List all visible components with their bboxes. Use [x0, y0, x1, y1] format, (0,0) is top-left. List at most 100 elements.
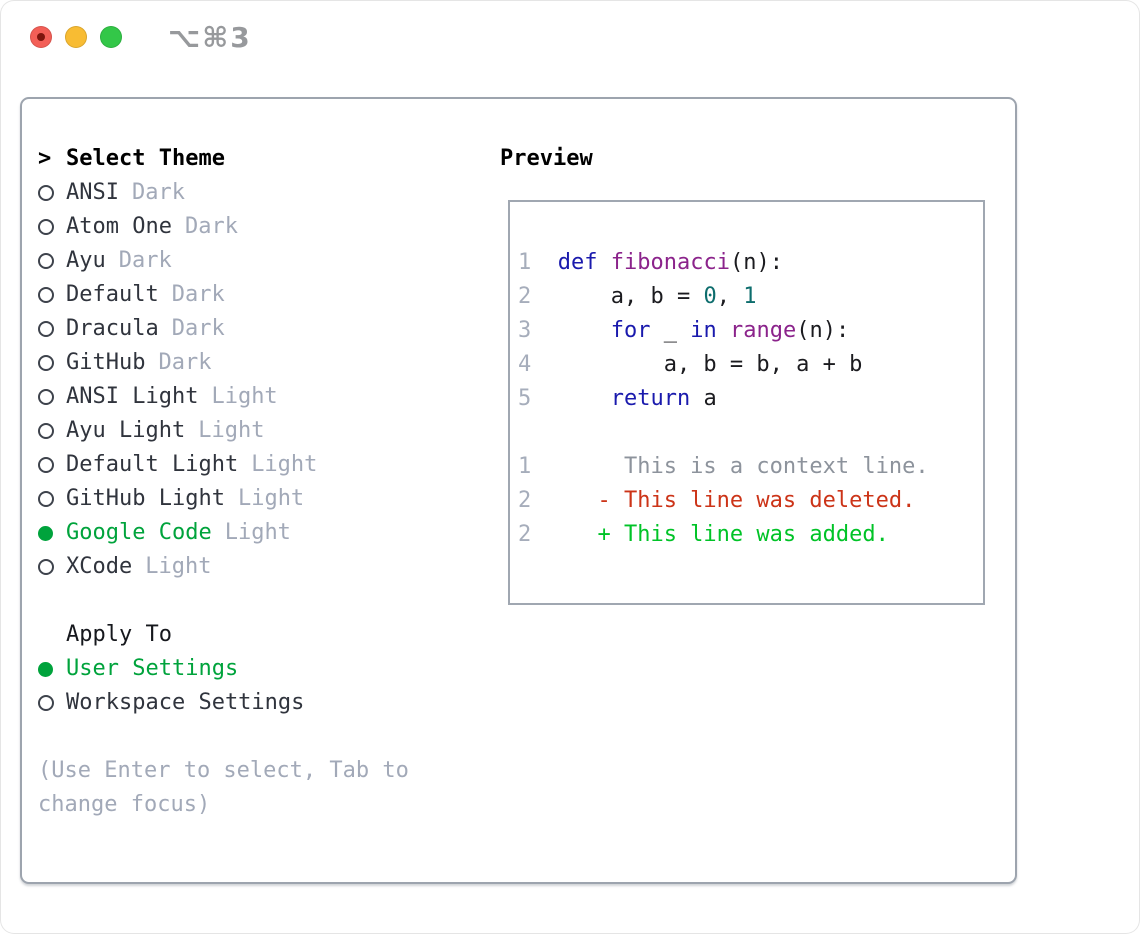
- option-variant-label: Light: [145, 554, 212, 579]
- code-segment: fibonacci: [610, 250, 730, 275]
- code-segment: return: [610, 386, 691, 411]
- code-segment: a: [690, 386, 717, 411]
- option-variant-label: Light: [251, 452, 318, 477]
- radio-selected-icon: [38, 661, 53, 677]
- option-variant-label: Dark: [131, 180, 185, 205]
- close-button[interactable]: [30, 26, 52, 48]
- option-variant-label: Dark: [158, 350, 212, 375]
- theme-option[interactable]: XCode Light: [38, 550, 462, 584]
- code-segment: ,: [716, 284, 744, 309]
- focus-caret-icon: >: [38, 146, 52, 171]
- code-segment: range: [729, 318, 797, 343]
- select-theme-header: > Select Theme: [38, 142, 462, 176]
- radio-icon: [38, 287, 54, 303]
- apply-to-label: Apply To: [66, 622, 172, 647]
- preview-line: 4 a, b = b, a + b: [518, 348, 983, 382]
- line-number: 2: [518, 522, 532, 547]
- preview-line: 2 - This line was deleted.: [518, 484, 983, 518]
- code-segment: + This line was added.: [557, 522, 889, 547]
- radio-icon: [38, 389, 54, 405]
- line-number: 5: [518, 386, 532, 411]
- option-variant-label: Light: [237, 486, 305, 511]
- code-segment: - This line was deleted.: [557, 488, 916, 513]
- theme-option[interactable]: Google Code Light: [38, 516, 462, 550]
- line-number: 3: [518, 318, 532, 343]
- line-number: 1: [518, 454, 532, 479]
- option-label: Dracula: [66, 316, 159, 341]
- code-segment: 0: [703, 284, 717, 309]
- help-text: (Use Enter to select, Tab to change focu…: [38, 758, 409, 817]
- preview-line: 2 + This line was added.: [518, 518, 983, 552]
- preview-line: 1 This is a context line.: [518, 450, 983, 484]
- option-label: Workspace Settings: [66, 690, 305, 715]
- line-number: 1: [518, 250, 532, 275]
- code-segment: def: [557, 250, 598, 275]
- code-segment: [597, 250, 610, 275]
- code-segment: 1: [743, 284, 757, 309]
- option-variant-label: Light: [224, 520, 291, 545]
- radio-icon: [38, 695, 54, 711]
- radio-icon: [38, 355, 54, 371]
- line-number: 4: [518, 352, 532, 377]
- preview-line: 2 a, b = 0, 1: [518, 280, 983, 314]
- apply-option[interactable]: User Settings: [38, 652, 462, 686]
- preview-line: 5 return a: [518, 382, 983, 416]
- apply-to-header: Apply To: [38, 618, 462, 652]
- code-segment: a, b = b, a + b: [557, 352, 863, 377]
- spacer: [38, 584, 462, 618]
- spacer: [38, 720, 462, 754]
- theme-option[interactable]: GitHub Light Light: [38, 482, 462, 516]
- code-segment: [717, 318, 730, 343]
- option-label: User Settings: [66, 656, 239, 681]
- option-variant-label: Dark: [118, 248, 172, 273]
- option-label: Default Light: [66, 452, 239, 477]
- theme-option[interactable]: Atom One Dark: [38, 210, 462, 244]
- radio-icon: [38, 491, 54, 507]
- radio-icon: [38, 219, 54, 235]
- zoom-button[interactable]: [100, 26, 122, 48]
- line-number: 2: [518, 284, 532, 309]
- option-label: Google Code: [66, 520, 212, 545]
- code-segment: for: [610, 318, 651, 343]
- radio-selected-icon: [38, 525, 53, 541]
- minimize-button[interactable]: [65, 26, 87, 48]
- code-segment: [558, 318, 611, 343]
- option-variant-label: Dark: [184, 214, 238, 239]
- radio-icon: [38, 559, 54, 575]
- option-label: ANSI Light: [66, 384, 199, 409]
- code-segment: a, b =: [557, 284, 704, 309]
- radio-icon: [38, 321, 54, 337]
- theme-option[interactable]: Ayu Light Light: [38, 414, 462, 448]
- radio-icon: [38, 423, 54, 439]
- theme-option[interactable]: Dracula Dark: [38, 312, 462, 346]
- option-label: GitHub Light: [66, 486, 225, 511]
- theme-option[interactable]: Default Light Light: [38, 448, 462, 482]
- option-variant-label: Dark: [171, 316, 225, 341]
- option-label: Default: [66, 282, 159, 307]
- radio-icon: [38, 185, 54, 201]
- code-segment: (n):: [796, 318, 850, 343]
- option-label: Ayu Light: [66, 418, 186, 443]
- apply-option[interactable]: Workspace Settings: [38, 686, 462, 720]
- theme-option[interactable]: ANSI Dark: [38, 176, 462, 210]
- option-variant-label: Light: [198, 418, 265, 443]
- code-segment: in: [690, 318, 717, 343]
- preview-line: 3 for _ in range(n):: [518, 314, 983, 348]
- preview-line: [518, 416, 983, 450]
- line-number: 2: [518, 488, 532, 513]
- option-label: ANSI: [66, 180, 119, 205]
- option-label: Atom One: [66, 214, 172, 239]
- radio-icon: [38, 457, 54, 473]
- option-label: XCode: [66, 554, 133, 579]
- code-segment: This is a context line.: [557, 454, 929, 479]
